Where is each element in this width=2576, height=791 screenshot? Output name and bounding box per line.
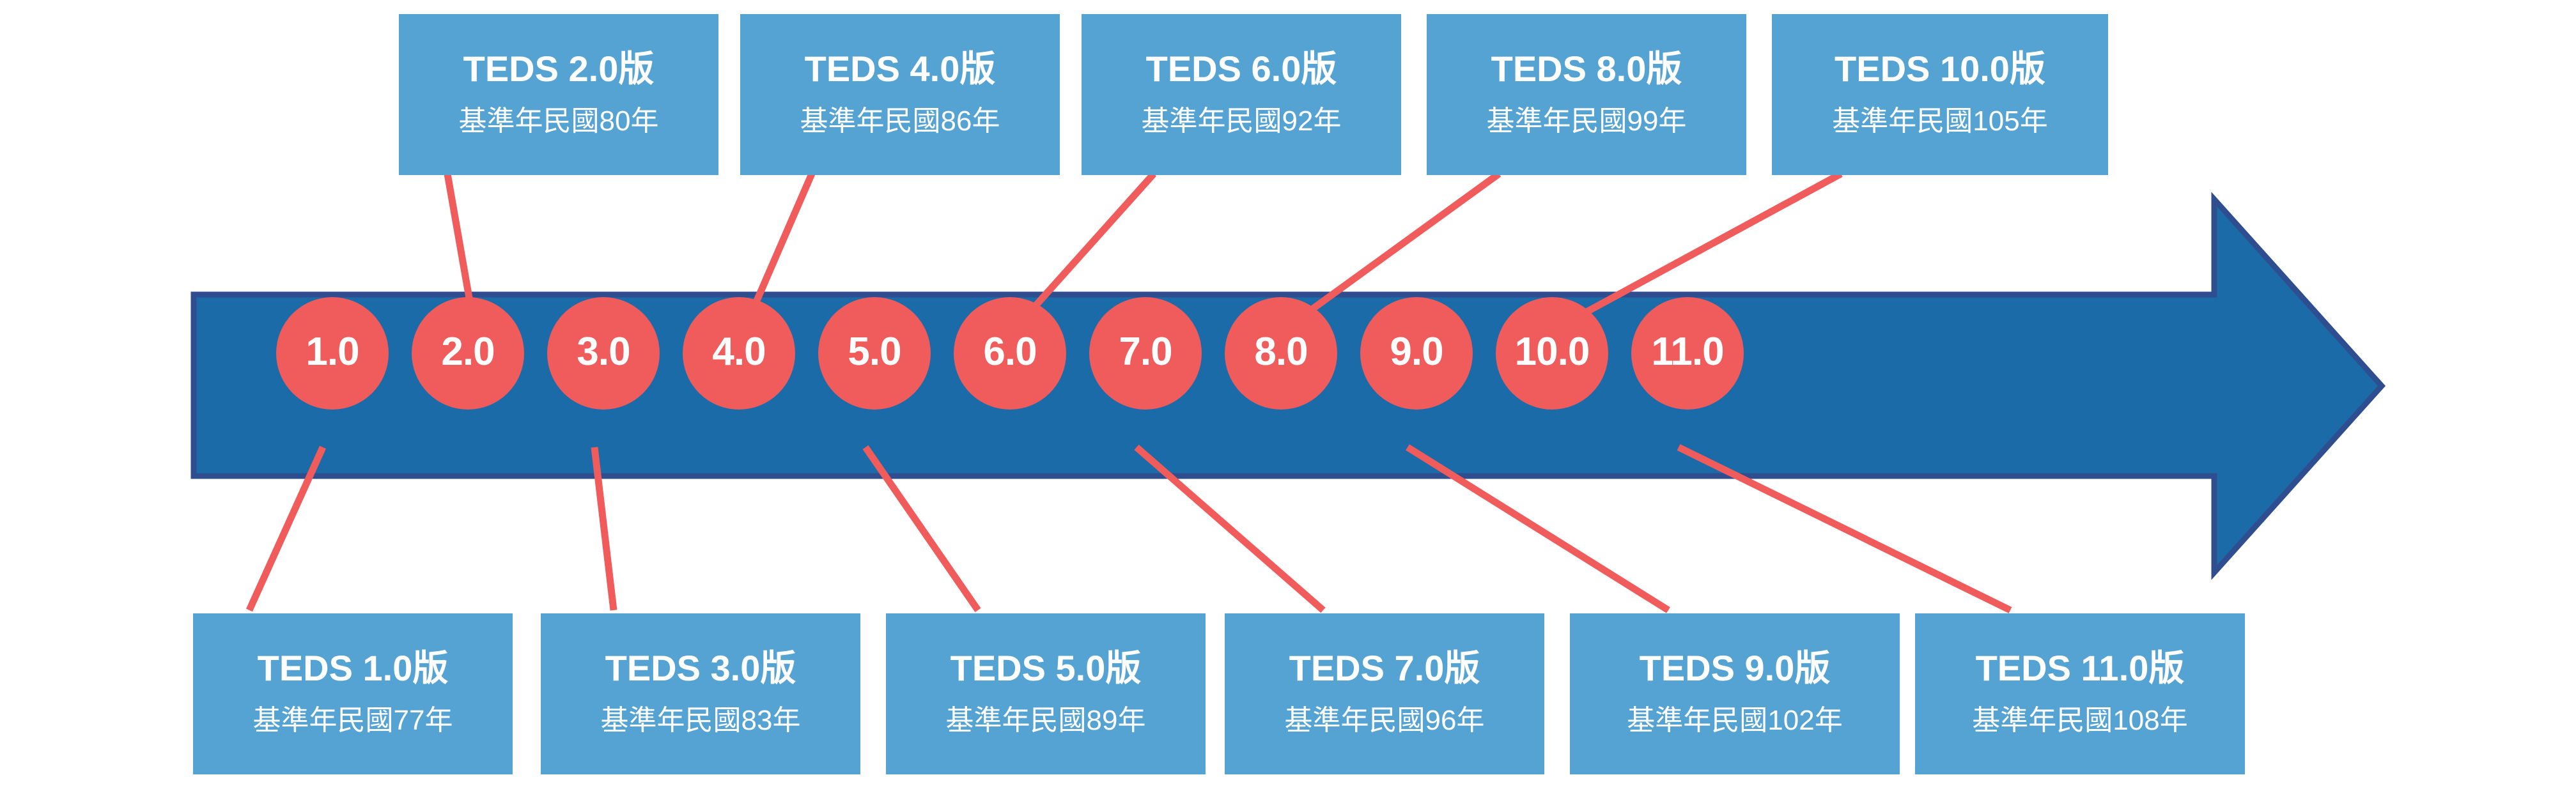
- info-box-subtitle: 基準年民國83年: [600, 704, 801, 736]
- info-box-subtitle: 基準年民國102年: [1627, 704, 1843, 736]
- version-circle-9[interactable]: 9.0: [1360, 297, 1473, 410]
- info-box-subtitle: 基準年民國86年: [800, 105, 1000, 137]
- version-circle-label: 5.0: [848, 330, 901, 374]
- info-box-subtitle: 基準年民國89年: [945, 704, 1146, 736]
- version-circle-8[interactable]: 8.0: [1225, 297, 1337, 410]
- version-circle-label: 11.0: [1651, 330, 1724, 374]
- version-circle-6[interactable]: 6.0: [954, 297, 1066, 410]
- connector-line-top-3: [1013, 171, 1157, 330]
- version-circle-3[interactable]: 3.0: [547, 297, 660, 410]
- info-box-teds-1[interactable]: TEDS 1.0版 基準年民國77年: [193, 613, 513, 774]
- info-box-title: TEDS 11.0版: [1975, 647, 2185, 688]
- info-box-teds-9[interactable]: TEDS 9.0版 基準年民國102年: [1570, 613, 1900, 774]
- info-box-title: TEDS 10.0版: [1835, 48, 2045, 89]
- version-circle-2[interactable]: 2.0: [412, 297, 524, 410]
- info-box-title: TEDS 8.0版: [1491, 48, 1682, 89]
- info-box-subtitle: 基準年民國92年: [1141, 105, 1342, 137]
- info-box-subtitle: 基準年民國77年: [252, 704, 453, 736]
- version-circle-label: 10.0: [1514, 330, 1590, 374]
- info-box-title: TEDS 2.0版: [463, 48, 655, 89]
- version-circle-11[interactable]: 11.0: [1631, 297, 1744, 410]
- version-circle-7[interactable]: 7.0: [1089, 297, 1202, 410]
- connector-line-bottom-1: [245, 445, 327, 612]
- info-box-subtitle: 基準年民國96年: [1284, 704, 1485, 736]
- version-circle-1[interactable]: 1.0: [276, 297, 389, 410]
- info-box-title: TEDS 9.0版: [1639, 647, 1831, 688]
- info-box-subtitle: 基準年民國99年: [1486, 105, 1687, 137]
- info-box-title: TEDS 3.0版: [605, 647, 796, 688]
- connector-line-bottom-2: [591, 447, 617, 611]
- info-box-teds-3[interactable]: TEDS 3.0版 基準年民國83年: [541, 613, 860, 774]
- info-box-teds-2[interactable]: TEDS 2.0版 基準年民國80年: [399, 14, 718, 175]
- connector-line-bottom-5: [1406, 444, 1670, 613]
- version-circle-label: 3.0: [577, 330, 630, 374]
- info-box-teds-5[interactable]: TEDS 5.0版 基準年民國89年: [886, 613, 1206, 774]
- info-box-teds-10[interactable]: TEDS 10.0版 基準年民國105年: [1772, 14, 2108, 175]
- connector-line-bottom-6: [1677, 444, 2012, 613]
- info-box-teds-8[interactable]: TEDS 8.0版 基準年民國99年: [1427, 14, 1746, 175]
- info-box-title: TEDS 1.0版: [257, 647, 449, 688]
- version-circle-label: 2.0: [441, 330, 495, 374]
- version-circle-label: 1.0: [306, 330, 359, 374]
- version-circle-label: 6.0: [983, 330, 1037, 374]
- info-box-title: TEDS 6.0版: [1145, 48, 1337, 89]
- version-circle-5[interactable]: 5.0: [818, 297, 931, 410]
- info-box-teds-4[interactable]: TEDS 4.0版 基準年民國86年: [740, 14, 1060, 175]
- info-box-teds-6[interactable]: TEDS 6.0版 基準年民國92年: [1082, 14, 1401, 175]
- connector-line-top-5: [1556, 171, 1843, 330]
- version-circle-label: 7.0: [1119, 330, 1172, 374]
- info-box-title: TEDS 7.0版: [1289, 647, 1480, 688]
- version-circle-10[interactable]: 10.0: [1496, 297, 1608, 410]
- info-box-teds-7[interactable]: TEDS 7.0版 基準年民國96年: [1225, 613, 1544, 774]
- info-box-subtitle: 基準年民國105年: [1832, 105, 2048, 137]
- info-box-subtitle: 基準年民國80年: [458, 105, 659, 137]
- version-circle-4[interactable]: 4.0: [683, 297, 795, 410]
- info-box-teds-11[interactable]: TEDS 11.0版 基準年民國108年: [1915, 613, 2245, 774]
- connector-line-bottom-3: [862, 445, 981, 613]
- info-box-title: TEDS 4.0版: [804, 48, 996, 89]
- connector-line-bottom-4: [1134, 444, 1326, 613]
- version-circle-label: 8.0: [1254, 330, 1308, 374]
- info-box-title: TEDS 5.0版: [950, 647, 1142, 688]
- info-box-subtitle: 基準年民國108年: [1972, 704, 2188, 736]
- version-circle-label: 9.0: [1390, 330, 1443, 374]
- connector-line-top-4: [1285, 171, 1501, 330]
- version-circle-label: 4.0: [712, 330, 766, 374]
